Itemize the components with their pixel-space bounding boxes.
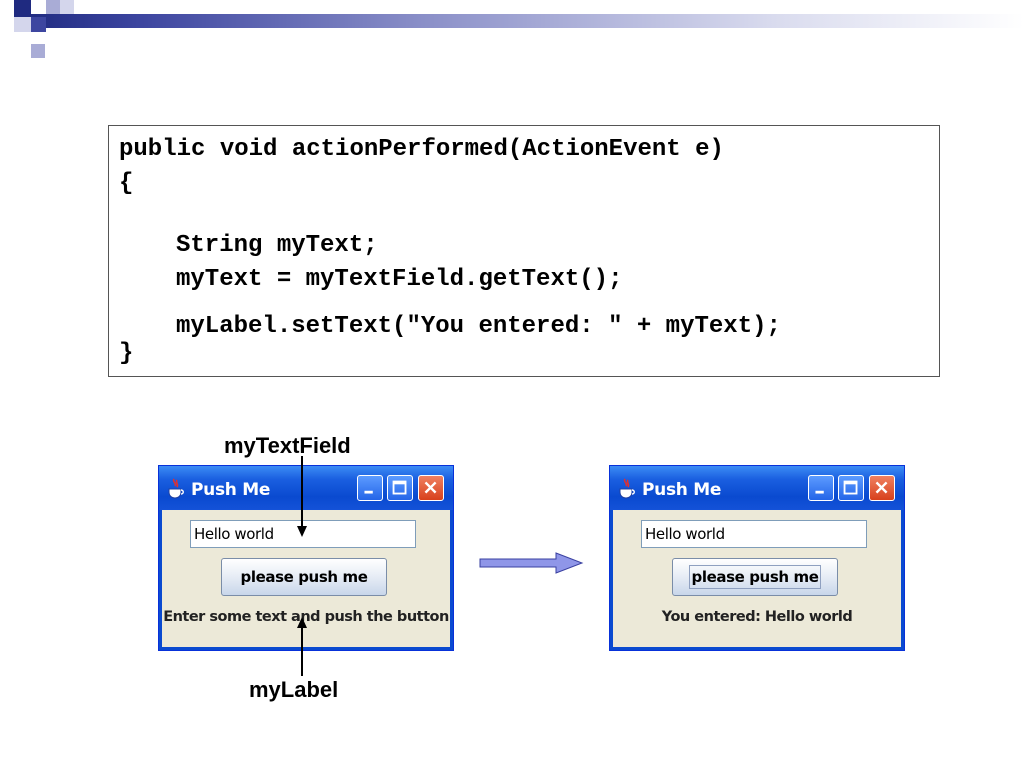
push-button-label: please push me [240,568,368,586]
textfield-pointer-arrow [297,456,307,537]
transition-arrow [479,552,584,574]
code-line-5: myLabel.setText("You entered: " + myText… [176,313,781,340]
maximize-icon [392,480,407,495]
code-line-3: String myText; [176,232,378,259]
window-title: Push Me [191,480,271,500]
code-line-1: public void actionPerformed(ActionEvent … [119,136,724,163]
push-button[interactable]: please push me [221,558,387,596]
close-icon [875,481,888,494]
window-before: Push Me Hello world please push me Enter… [158,465,454,651]
header-square-pale-2 [14,17,31,32]
my-label: Enter some text and push the button [163,609,449,625]
header-square-mid [31,17,46,32]
label-callout-label: myLabel [249,677,339,702]
window-frame-right [450,510,453,650]
header-square-dark [14,0,31,17]
close-icon [424,481,437,494]
header-square-pale [60,0,74,14]
my-label: You entered: Hello world [661,609,853,625]
header-square-light-2 [31,44,45,58]
window-title: Push Me [642,480,722,500]
window-frame-right [901,510,904,650]
window-frame-left [159,510,162,650]
header-gradient-bar [22,14,1024,28]
maximize-icon [843,480,858,495]
textfield-callout-label: myTextField [224,433,351,458]
java-cup-icon [168,478,184,499]
label-pointer-arrow [297,617,307,676]
java-cup-icon [619,478,635,499]
code-box: public void actionPerformed(ActionEvent … [108,125,940,377]
maximize-button[interactable] [838,475,864,501]
push-button-label: please push me [688,565,822,589]
window-before-titlebar[interactable]: Push Me [159,466,453,510]
code-line-6: } [119,340,134,367]
minimize-icon [364,490,373,494]
minimize-icon [815,490,824,494]
minimize-button[interactable] [357,475,383,501]
my-text-field[interactable]: Hello world [641,520,867,548]
close-button[interactable] [418,475,444,501]
window-frame-left [610,510,613,650]
close-button[interactable] [869,475,895,501]
window-after-titlebar[interactable]: Push Me [610,466,904,510]
window-frame-bottom [159,647,453,650]
push-button-focused[interactable]: please push me [672,558,838,596]
code-line-4: myText = myTextField.getText(); [176,266,623,293]
header-square-light [46,0,60,14]
window-frame-bottom [610,647,904,650]
maximize-button[interactable] [387,475,413,501]
minimize-button[interactable] [808,475,834,501]
code-line-2: { [119,170,134,197]
window-after: Push Me Hello world please push me You e… [609,465,905,651]
